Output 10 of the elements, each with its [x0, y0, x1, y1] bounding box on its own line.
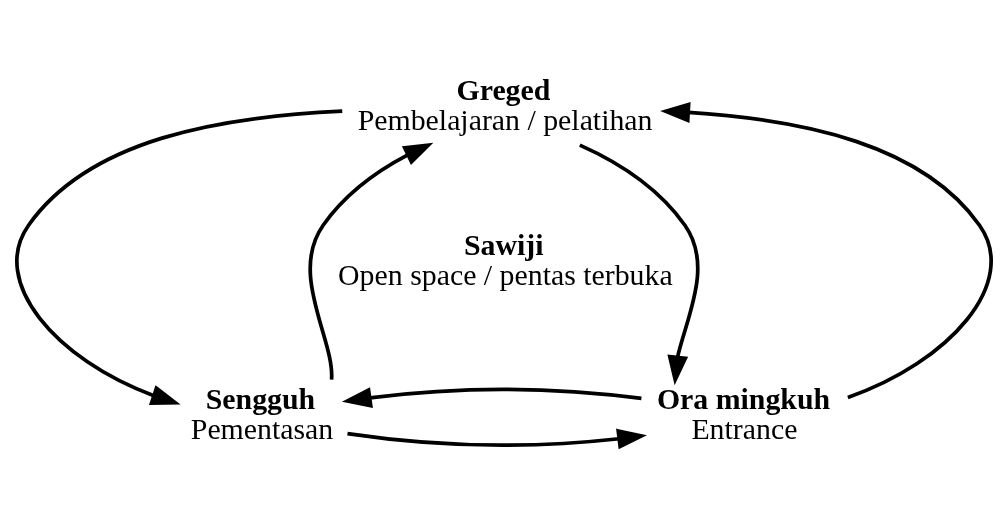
- arrow: [579, 142, 700, 385]
- arrow: [308, 142, 434, 380]
- node-text: Greged Pembelajaran / pelatihan: [357, 72, 653, 136]
- arrow: [347, 428, 647, 449]
- node-text: Sengguh Pementasan: [190, 381, 334, 445]
- node-text: Ora mingkuh Entrance: [656, 381, 831, 445]
- node-text: Sawiji Open space / pentas terbuka: [338, 227, 673, 290]
- arrow: [15, 108, 343, 405]
- arrow: [341, 386, 642, 408]
- arrow: [660, 101, 993, 399]
